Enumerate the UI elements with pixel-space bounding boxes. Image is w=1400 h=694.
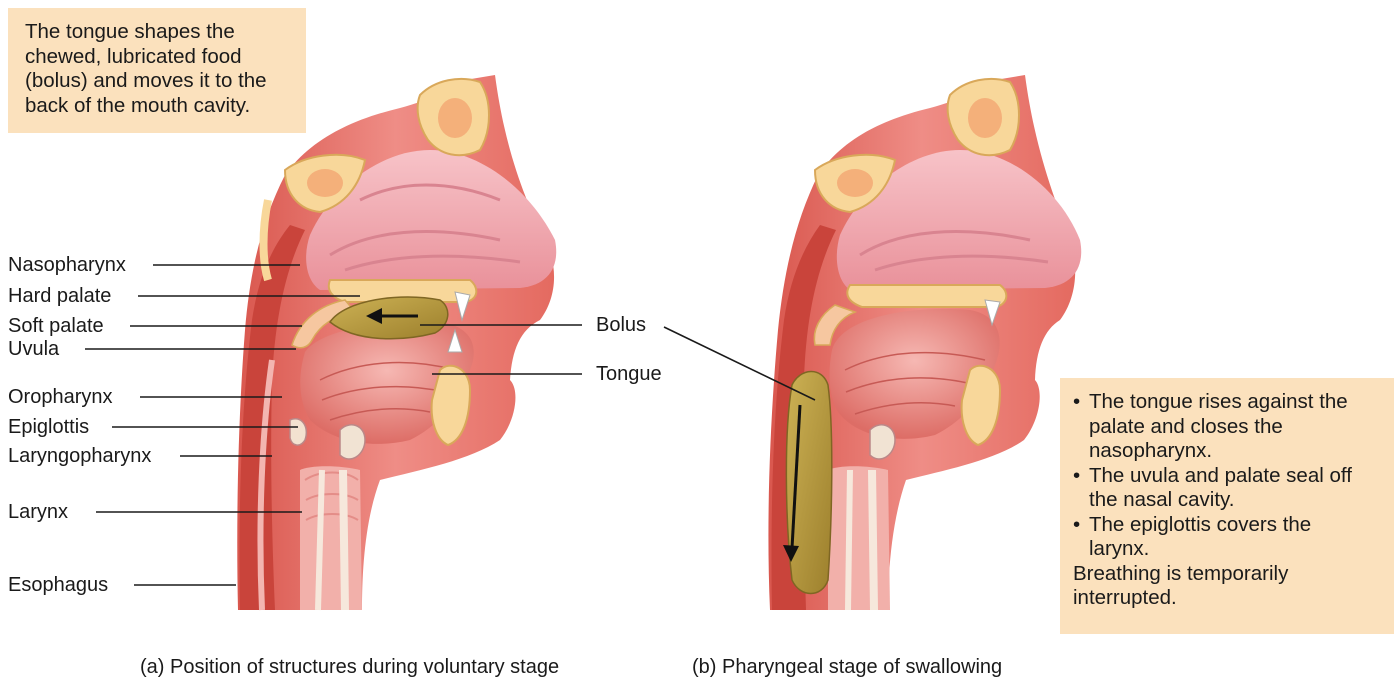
label-bolus: Bolus: [596, 314, 647, 336]
note-line: palate and closes the: [1089, 414, 1283, 438]
note-pharyngeal-stage: The tongue rises against the palate and …: [1060, 378, 1394, 634]
label-oropharynx: Oropharynx: [8, 386, 113, 408]
note-line: Breathing is temporarily: [1073, 561, 1289, 585]
note-line: nasopharynx.: [1089, 439, 1213, 462]
label-larynx: Larynx: [8, 501, 69, 523]
label-uvula: Uvula: [8, 338, 60, 360]
note-line: back of the mouth cavity.: [25, 93, 251, 117]
note-line: chewed, lubricated food: [25, 44, 242, 68]
note-oral-stage: The tongue shapes the chewed, lubricated…: [8, 8, 306, 133]
note-line: the nasal cavity.: [1089, 488, 1235, 511]
label-tongue: Tongue: [596, 363, 662, 385]
caption-a: (a) Position of structures during volunt…: [140, 656, 560, 678]
label-soft-palate: Soft palate: [8, 315, 104, 337]
label-hard-palate: Hard palate: [8, 285, 112, 307]
note-bullet: The uvula and palate seal off the nasal …: [1073, 464, 1394, 513]
label-nasopharynx: Nasopharynx: [8, 254, 126, 276]
label-laryngopharynx: Laryngopharynx: [8, 445, 152, 467]
note-line: The tongue shapes the: [25, 20, 235, 43]
note-bullet: The epiglottis covers the larynx.: [1073, 513, 1394, 562]
note-line: interrupted.: [1073, 586, 1177, 609]
panel-a-head: [237, 75, 557, 611]
leader-lines: [85, 264, 816, 586]
note-line: The tongue rises against the: [1089, 390, 1348, 413]
label-epiglottis: Epiglottis: [8, 416, 90, 438]
caption-b: (b) Pharyngeal stage of swallowing: [692, 656, 1003, 678]
note-line: larynx.: [1089, 537, 1150, 560]
label-esophagus: Esophagus: [8, 574, 109, 596]
panel-b-head: [768, 75, 1082, 611]
note-bullet: The tongue rises against the palate and …: [1073, 390, 1394, 464]
note-line: The epiglottis covers the: [1089, 512, 1312, 536]
note-line: The uvula and palate seal off: [1089, 463, 1352, 487]
note-line: (bolus) and moves it to the: [25, 69, 267, 92]
